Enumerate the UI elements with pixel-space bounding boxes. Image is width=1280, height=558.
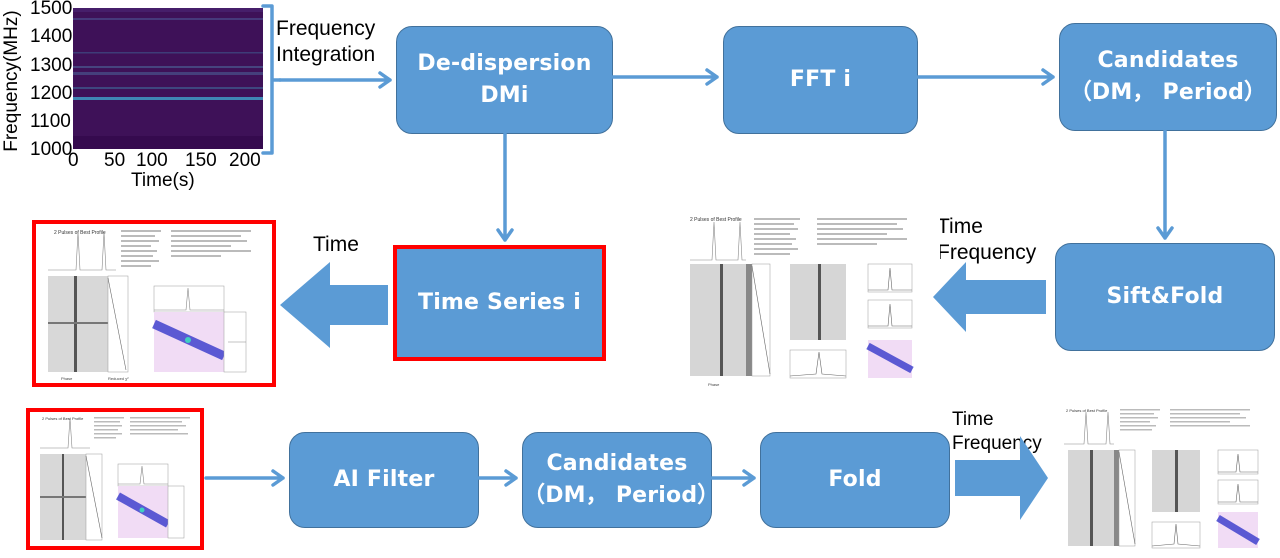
plot-title: 2 Pulses of Best Profile xyxy=(690,217,742,223)
time-series-node: Time Series i xyxy=(393,245,606,361)
dedispersion-node: De-dispersion DMi xyxy=(396,26,613,134)
fft-node: FFT i xyxy=(723,26,918,134)
block-arrow xyxy=(280,262,388,348)
node-label: （DM， Period） xyxy=(523,483,720,508)
arrow-connector xyxy=(496,132,514,242)
node-label: Sift&Fold xyxy=(1106,284,1224,310)
block-arrow xyxy=(933,262,1046,332)
node-label: AI Filter xyxy=(333,467,435,493)
plot-title: 2 Pulses of Best Profile xyxy=(1066,408,1108,413)
arrow-connector xyxy=(611,68,719,86)
axis-label: Phase xyxy=(61,376,73,381)
label-line: Frequency xyxy=(937,241,1037,265)
x-tick: 200 xyxy=(229,150,261,171)
candidates-node: Candidates （DM， Period） xyxy=(1059,23,1277,131)
arrow-connector xyxy=(477,469,518,487)
sift-fold-node: Sift&Fold xyxy=(1055,243,1275,351)
y-tick: 1400 xyxy=(30,26,73,47)
node-label: Candidates xyxy=(546,451,688,477)
frequency-integration-label: Frequency Integration xyxy=(276,16,375,69)
node-label: FFT i xyxy=(789,67,852,93)
y-tick: 1100 xyxy=(30,111,71,132)
y-tick: 1200 xyxy=(30,83,73,104)
time-frequency-label: Time Frequency xyxy=(952,408,1042,456)
x-tick: 100 xyxy=(136,150,168,171)
label-line: Time xyxy=(952,409,994,430)
axis-label: Phase xyxy=(708,382,720,387)
arrow-connector xyxy=(278,71,392,89)
diagnostic-plot-thumbnail: 2 Pulses of Best Profile xyxy=(1058,404,1280,558)
y-tick: 1000 xyxy=(30,139,73,160)
spectrogram-plot xyxy=(73,8,263,149)
x-tick: 50 xyxy=(104,150,126,171)
pulsar-diagnostic-plot: 2 Pulses of Best Profile Phase Reduced χ… xyxy=(48,230,251,381)
time-frequency-label: Time Frequency xyxy=(937,214,1036,267)
ai-filter-node: AI Filter xyxy=(289,432,479,528)
fold-node: Fold xyxy=(760,432,950,528)
x-tick: 150 xyxy=(185,150,217,171)
x-tick: 0 xyxy=(68,150,79,171)
axis-label: Reduced χ² xyxy=(108,376,129,381)
pulsar-diagnostic-plot: 2 Pulses of Best Profile Phase xyxy=(690,217,914,387)
y-tick: 1300 xyxy=(30,55,73,76)
node-label: Time Series i xyxy=(417,290,582,316)
node-label: Candidates xyxy=(1097,48,1239,74)
node-label: Fold xyxy=(828,467,882,493)
pulsar-diagnostic-plot: 2 Pulses of Best Profile xyxy=(1064,408,1260,549)
spectrogram-bands xyxy=(73,8,263,149)
plot-title: 2 Pulses of Best Profile xyxy=(54,230,106,236)
node-label: DMi xyxy=(480,83,529,108)
label-line: Frequency xyxy=(276,17,376,40)
time-label: Time xyxy=(313,233,359,256)
x-axis-label: Time(s) xyxy=(131,170,195,191)
pulsar-diagnostic-plot: 2 Pulses of Best Profile xyxy=(40,416,190,541)
diagnostic-plot-thumbnail: 2 Pulses of Best Profile Phase Reduced χ… xyxy=(32,220,276,387)
y-axis-label: Frequency(MHz) xyxy=(1,10,22,152)
arrow-connector xyxy=(204,469,285,487)
plot-title: 2 Pulses of Best Profile xyxy=(42,416,84,421)
y-tick: 1500 xyxy=(30,0,73,19)
diagnostic-plot-thumbnail: 2 Pulses of Best Profile xyxy=(26,408,204,550)
node-label: De-dispersion xyxy=(417,51,592,77)
node-label: （DM， Period） xyxy=(1069,80,1267,105)
arrow-connector xyxy=(916,68,1055,86)
arrow-connector xyxy=(1156,129,1174,240)
label-line: Frequency xyxy=(952,432,1042,454)
diagnostic-plot-thumbnail: 2 Pulses of Best Profile Phase xyxy=(682,212,940,388)
candidates-node: Candidates （DM， Period） xyxy=(522,432,720,528)
label-line: Time xyxy=(937,215,983,238)
label-line: Integration xyxy=(276,43,376,67)
